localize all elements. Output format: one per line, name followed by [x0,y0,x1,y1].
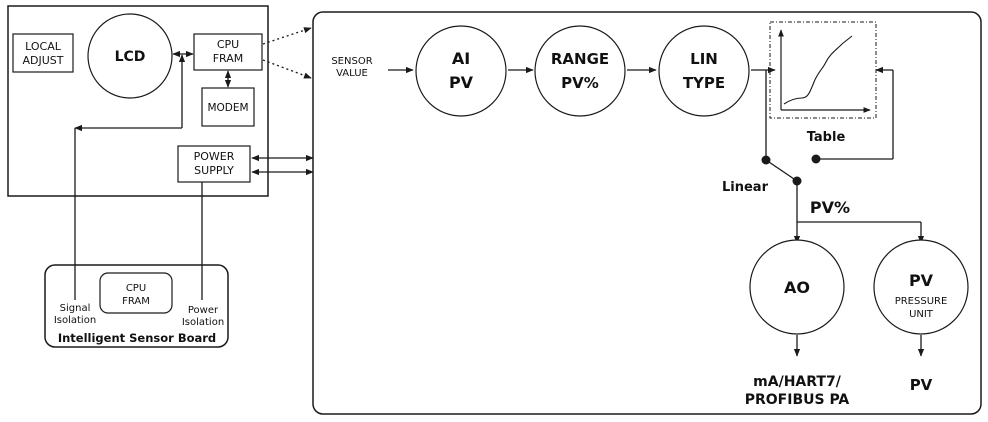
modem-label: MODEM [207,102,248,114]
power-isolation-label-1: Power [188,305,219,316]
modem-block: MODEM [201,87,255,127]
lin-type-label-2: TYPE [683,74,725,92]
ao-output-label-1: mA/HART7/ [753,374,842,390]
local-adjust-block: LOCAL ADJUST [12,33,74,73]
ai-pv-label-1: AI [452,49,470,68]
ao-output-label-2: PROFIBUS PA [745,392,850,408]
power-supply-label-2: SUPPLY [194,164,234,177]
ai-pv-block: AI PV [415,25,507,117]
switch-contact-table [811,154,821,164]
sensor-cpu-fram-label-1: CPU [126,283,146,294]
table-curve [783,35,853,105]
power-supply-block: POWER SUPPLY [177,145,251,183]
sensor-board-title: Intelligent Sensor Board [58,331,216,345]
lin-type-block: LIN TYPE [658,25,750,117]
switch-contact-linear [761,155,771,165]
cpu-fram-block: CPU FRAM [193,33,263,71]
signal-isolation-label-1: Signal [60,303,91,314]
local-adjust-label-2: ADJUST [23,54,64,67]
pv-block: PV PRESSURE UNIT [873,239,969,335]
range-label-1: RANGE [551,50,609,68]
function-block-frame [312,11,982,415]
pv-output-label: PV [910,376,933,394]
pv-label: PV [909,271,934,290]
ao-label: AO [784,278,810,297]
pressure-unit-label-2: UNIT [909,309,934,320]
lin-type-label-1: LIN [690,50,718,68]
ao-block: AO [749,239,845,335]
sensor-cpu-fram-block [99,272,173,314]
sensor-value-label-1: SENSOR [331,56,372,67]
sensor-value-label-2: VALUE [336,68,368,79]
table-label: Table [807,130,846,145]
device-connections [74,27,314,300]
switch-pivot [792,176,802,186]
flow-connections [388,66,925,357]
table-block [769,21,877,119]
device-frame [7,5,269,197]
ai-pv-label-2: PV [449,73,474,92]
sensor-board: CPU FRAM Signal Isolation Power Isolatio… [44,264,229,348]
linear-label: Linear [722,180,769,195]
pv-percent-label: PV% [810,198,850,217]
sensor-cpu-fram-label-2: FRAM [122,296,150,307]
cpu-fram-label-1: CPU [217,38,239,51]
lcd-label: LCD [115,49,146,65]
range-block: RANGE PV% [534,25,626,117]
signal-isolation-label-2: Isolation [54,315,96,326]
range-label-2: PV% [561,74,599,92]
lcd-block: LCD [87,13,173,99]
pressure-unit-label-1: PRESSURE [895,296,948,307]
power-isolation-label-2: Isolation [182,317,224,328]
local-adjust-label-1: LOCAL [25,40,62,53]
cpu-fram-label-2: FRAM [213,52,244,65]
power-supply-label-1: POWER [194,150,235,163]
